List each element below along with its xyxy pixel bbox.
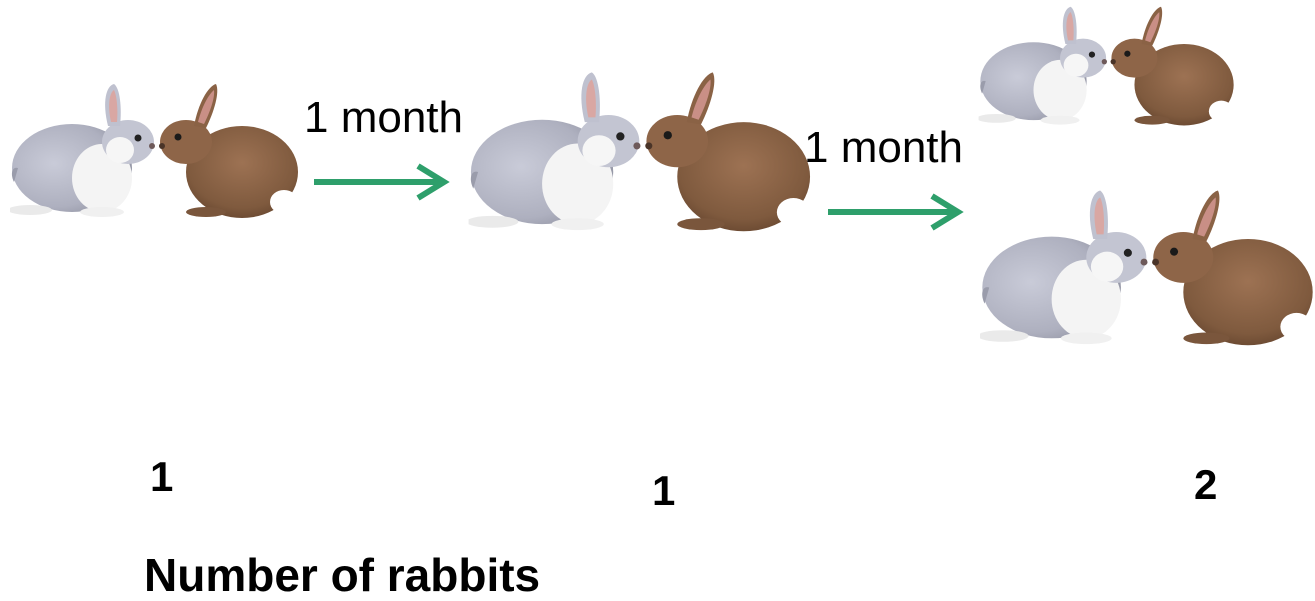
rabbit-count-month-1: 1 [652, 470, 675, 512]
arrow-2 [826, 192, 966, 232]
step-label-1: 1 month [304, 96, 463, 140]
rabbit-pair-month-2-top [978, 5, 1236, 129]
rabbit-pair-month-2-bottom [980, 188, 1315, 350]
arrow-1 [312, 162, 452, 202]
step-label-2: 1 month [804, 126, 963, 170]
caption: Number of rabbits [144, 552, 540, 598]
rabbit-count-month-0: 1 [150, 456, 173, 498]
rabbit-pair-month-0 [10, 82, 300, 222]
rabbit-pair-month-1 [468, 70, 813, 236]
rabbit-count-month-2: 2 [1194, 464, 1217, 506]
